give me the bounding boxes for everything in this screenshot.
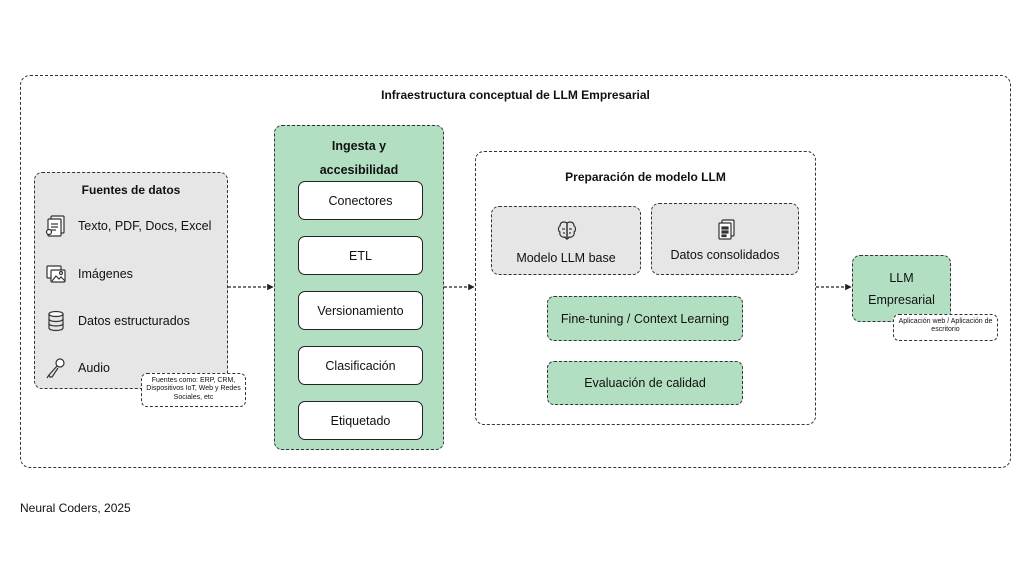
base-model-label: Modelo LLM base bbox=[516, 251, 616, 265]
source-label: Datos estructurados bbox=[78, 314, 190, 328]
llm-line2: Empresarial bbox=[868, 293, 935, 307]
diagram-title: Infraestructura conceptual de LLM Empres… bbox=[381, 88, 650, 102]
source-item-audio: Audio bbox=[43, 355, 110, 381]
enterprise-llm-box: LLM Empresarial bbox=[852, 255, 951, 322]
document-icon bbox=[43, 213, 69, 239]
source-label: Audio bbox=[78, 361, 110, 375]
database-icon bbox=[43, 308, 69, 334]
ingest-title: Ingesta y accesibilidad bbox=[275, 134, 443, 182]
ingest-step-labeling: Etiquetado bbox=[298, 401, 423, 440]
source-item-structured: Datos estructurados bbox=[43, 308, 190, 334]
llm-line1: LLM bbox=[889, 271, 914, 285]
ingest-step-classification: Clasificación bbox=[298, 346, 423, 385]
ingest-panel: Ingesta y accesibilidad Conectores ETL V… bbox=[274, 125, 444, 450]
ingest-step-connectors: Conectores bbox=[298, 181, 423, 220]
prep-title: Preparación de modelo LLM bbox=[565, 170, 726, 184]
evaluation-box: Evaluación de calidad bbox=[547, 361, 743, 405]
source-label: Imágenes bbox=[78, 267, 133, 281]
base-model-box: Modelo LLM base bbox=[491, 206, 641, 275]
llm-note: Aplicación web / Aplicación de escritori… bbox=[893, 314, 998, 341]
ingest-title-line2: accesibilidad bbox=[319, 163, 399, 177]
document-stack-icon bbox=[714, 218, 738, 247]
finetuning-box: Fine-tuning / Context Learning bbox=[547, 296, 743, 341]
source-label: Texto, PDF, Docs, Excel bbox=[78, 219, 212, 233]
source-item-images: Imágenes bbox=[43, 261, 133, 287]
consolidated-data-label: Datos consolidados bbox=[670, 248, 780, 262]
microphone-icon bbox=[43, 355, 69, 381]
images-icon bbox=[43, 261, 69, 287]
footer-credit: Neural Coders, 2025 bbox=[20, 501, 131, 515]
ingest-step-etl: ETL bbox=[298, 236, 423, 275]
sources-note: Fuentes como: ERP, CRM, Dispositivos IoT… bbox=[141, 373, 246, 407]
data-sources-panel: Fuentes de datos Texto, PDF, Docs, Excel… bbox=[34, 172, 228, 389]
consolidated-data-box: Datos consolidados bbox=[651, 203, 799, 275]
sources-title: Fuentes de datos bbox=[81, 183, 181, 197]
ingest-title-line1: Ingesta y bbox=[331, 139, 387, 153]
ingest-step-versioning: Versionamiento bbox=[298, 291, 423, 330]
source-item-documents: Texto, PDF, Docs, Excel bbox=[43, 213, 211, 239]
brain-icon bbox=[555, 219, 579, 248]
